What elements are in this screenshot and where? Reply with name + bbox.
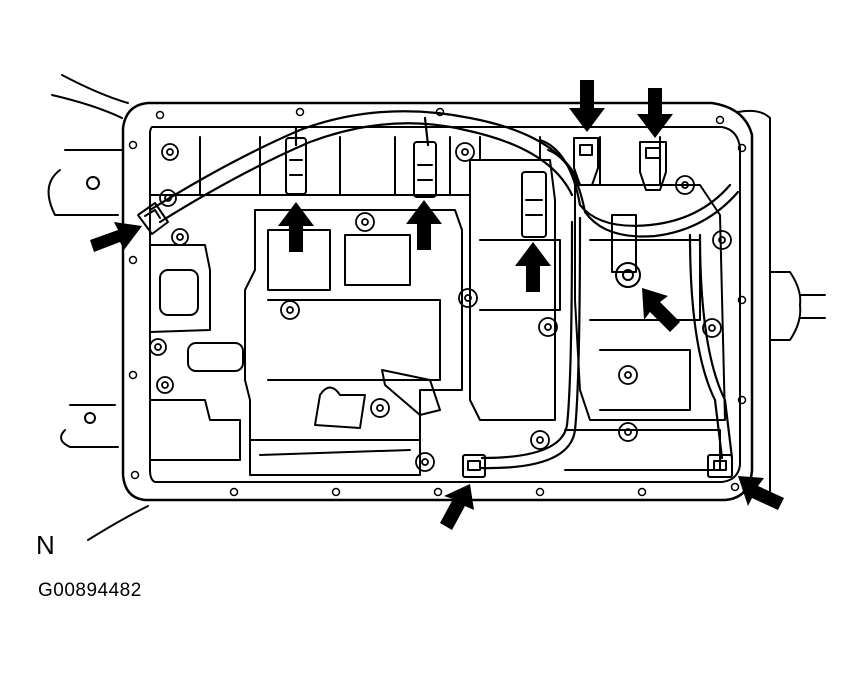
callout-arrow-top-connector-2 [637, 88, 673, 138]
callout-arrow-clamp-bolt [642, 288, 680, 332]
bottom-connector-2 [707, 454, 733, 478]
wire-clamp [611, 214, 641, 288]
figure-id-label: G00894482 [38, 580, 142, 601]
transmission-case-outline [47, 74, 826, 541]
left-connector [137, 202, 169, 235]
solenoid-2 [413, 141, 437, 198]
callout-arrow-bottom-connector-1 [440, 484, 474, 530]
solenoid-3 [521, 171, 547, 238]
callout-arrow-solenoid-2 [406, 200, 442, 250]
orientation-label: N [36, 530, 55, 560]
valve-body-bolts [149, 142, 732, 472]
callout-arrow-left-connector [90, 222, 142, 252]
wire-harness [148, 110, 740, 470]
solenoid-connectors [137, 137, 733, 478]
top-connector-1 [573, 137, 599, 186]
bottom-connector-1 [462, 454, 486, 478]
callout-arrow-solenoid-1 [278, 202, 314, 252]
callout-arrow-top-connector-1 [569, 80, 605, 132]
callout-arrow-solenoid-3 [515, 242, 551, 292]
solenoid-1 [285, 137, 307, 195]
callout-arrow-bottom-connector-2 [738, 476, 784, 510]
top-connector-2 [639, 141, 667, 191]
